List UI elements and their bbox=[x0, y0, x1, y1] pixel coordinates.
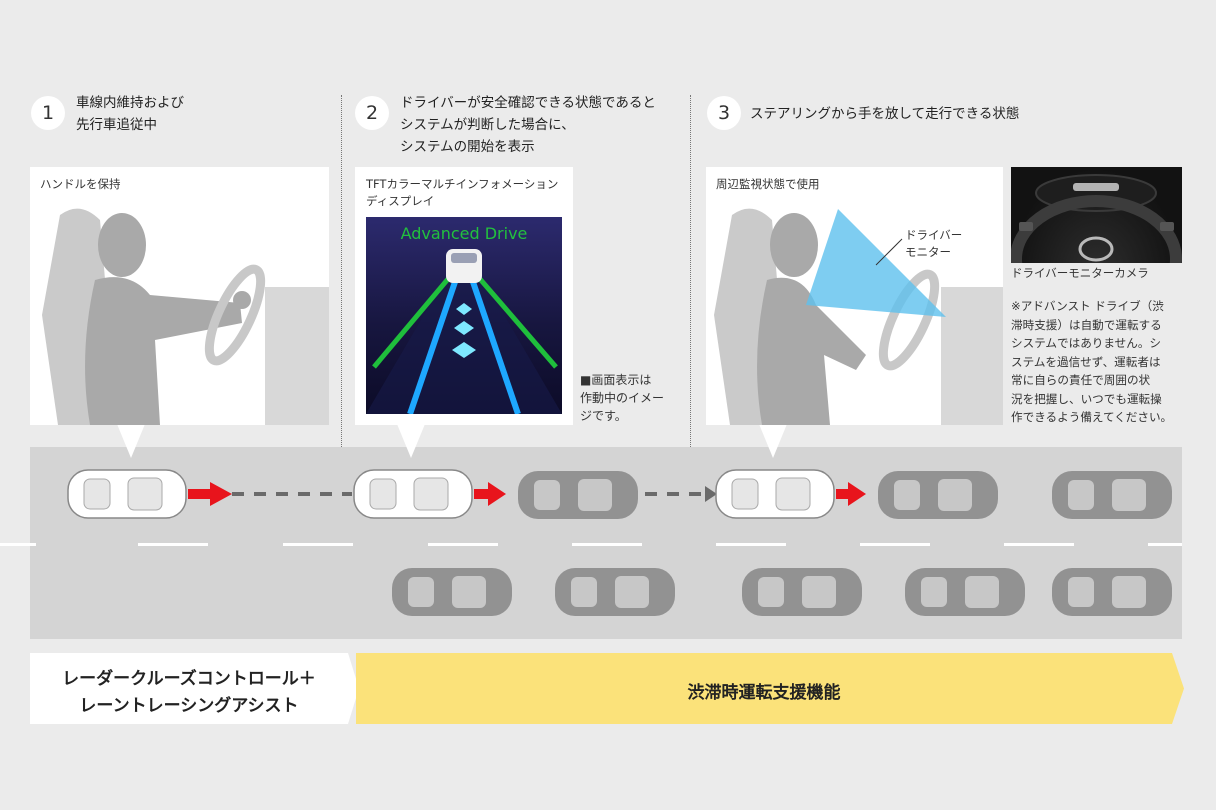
bottom-left-chevron bbox=[348, 653, 359, 724]
lane-dash bbox=[283, 543, 353, 546]
step-3-text: ステアリングから手を放して走行できる状態 bbox=[750, 106, 1020, 122]
panel-3-label: 周辺監視状態で使用 bbox=[716, 177, 820, 191]
gray-car-windows bbox=[408, 479, 1146, 608]
lane-dash bbox=[1004, 543, 1074, 546]
lane-dash bbox=[572, 543, 642, 546]
traffic-jam-assist-label: 渋滞時運転支援機能 bbox=[687, 683, 841, 703]
step-2-number: 2 bbox=[355, 96, 389, 130]
panel-2-label: TFTカラーマルチインフォメーション ディスプレイ bbox=[366, 177, 559, 208]
ego-car-3 bbox=[715, 469, 835, 519]
traffic-jam-assist-label-wrap: 渋滞時運転支援機能 bbox=[356, 678, 1172, 703]
steering-wheel-icon bbox=[1011, 174, 1182, 263]
divider-2 bbox=[690, 95, 691, 635]
bottom-left-line1: レーダークルーズコントロール＋ bbox=[62, 669, 316, 689]
ego-car-2 bbox=[353, 469, 473, 519]
ego-car-1 bbox=[67, 469, 187, 519]
panel-3-pointer bbox=[759, 424, 787, 458]
traffic-scene bbox=[67, 469, 1172, 616]
red-arrows bbox=[188, 482, 866, 506]
traffic-jam-assist-bar bbox=[356, 653, 1184, 724]
lane-dash bbox=[138, 543, 208, 546]
driver-monitor-label: ドライバー モニター bbox=[905, 228, 963, 259]
lane-lines-illustration bbox=[366, 249, 562, 414]
panel-2-pointer bbox=[397, 424, 425, 458]
radar-cruise-lta-box: レーダークルーズコントロール＋ レーントレーシングアシスト bbox=[30, 653, 348, 724]
disclaimer: ※アドバンスト ドライブ（渋 滞時支援）は自動で運転する システムではありません… bbox=[1011, 299, 1173, 424]
lane-dash bbox=[1148, 543, 1182, 546]
lane-dash bbox=[0, 543, 36, 546]
driver-hands-off-illustration bbox=[714, 208, 1003, 425]
driver-holding-wheel-illustration bbox=[42, 208, 329, 425]
step-3-number: 3 bbox=[707, 96, 741, 130]
camera-photo bbox=[1011, 167, 1182, 263]
lane-dash bbox=[428, 543, 498, 546]
step-1-number: 1 bbox=[31, 96, 65, 130]
screen-title: Advanced Drive bbox=[400, 224, 528, 243]
step-2-text: ドライバーが安全確認できる状態であると システムが判断した場合に、 システムの開… bbox=[400, 95, 656, 155]
panel-1-pointer bbox=[117, 424, 145, 458]
bottom-left-line2: レーントレーシングアシスト bbox=[79, 696, 299, 716]
lane-dash bbox=[860, 543, 930, 546]
display-note: ■画面表示は 作動中のイメー ジです。 bbox=[580, 373, 665, 423]
monitor-cone bbox=[806, 209, 946, 317]
panel-1-label: ハンドルを保持 bbox=[40, 177, 121, 191]
camera-label: ドライバーモニターカメラ bbox=[1011, 266, 1149, 280]
step-1-text: 車線内維持および 先行車追従中 bbox=[76, 95, 184, 133]
lane-dash bbox=[716, 543, 786, 546]
multi-info-display-screen: Advanced Drive bbox=[366, 217, 562, 414]
divider-1 bbox=[341, 95, 342, 635]
